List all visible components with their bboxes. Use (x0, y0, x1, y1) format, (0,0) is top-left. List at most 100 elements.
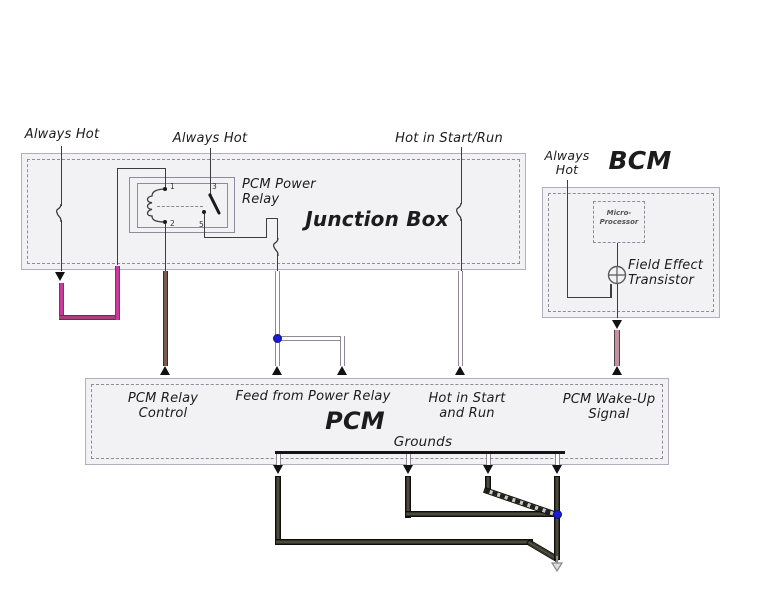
fet-output-wire (616, 284, 618, 318)
arrow-up-icon (611, 366, 622, 375)
pink-loop-wire-left (58, 283, 64, 320)
relay-output-wire-4 (265, 217, 278, 219)
grounds-bus-bar (275, 451, 565, 454)
grounds-label: Grounds (393, 434, 453, 450)
feed-from-power-relay-label: Feed from Power Relay (235, 389, 391, 404)
junction-box-title: Junction Box (305, 207, 449, 231)
arrow-down-icon (402, 465, 413, 474)
ground-stub-3 (485, 454, 491, 466)
relay-coil-feed-wire-h (117, 168, 166, 170)
relay-output-wire-5 (277, 218, 279, 240)
always-hot2-wire (209, 148, 211, 197)
micro-processor-line1: Micro- (606, 209, 632, 217)
relay-output-wire-6 (277, 254, 279, 272)
relay-coil-icon (146, 188, 167, 223)
always-hot1-wire (60, 146, 62, 206)
ground-wire-1-h (275, 539, 533, 545)
micro-processor-line2: Processor (599, 218, 639, 226)
feed-branch-wire-h (277, 335, 345, 341)
arrow-up-icon (455, 366, 465, 375)
relay-outer-box (129, 177, 235, 233)
junction-dot (552, 509, 562, 519)
feed-branch-wire-v (340, 336, 345, 366)
relay-pin5-label: 5 (199, 220, 204, 229)
micro-to-fet-wire (616, 243, 618, 267)
hot-in-start-run-label: Hot in Start/Run (395, 131, 503, 146)
ground-wire-2-v (405, 476, 411, 518)
relay-coil-feed-wire-v (165, 168, 167, 189)
ground-stub-1 (275, 454, 281, 466)
arrow-up-icon (159, 366, 170, 375)
relay-output-wire-3 (265, 218, 268, 238)
hot-start-run-feed-wire (458, 271, 463, 366)
bcm-always-hot-label: Always Hot (538, 149, 596, 177)
hot-start-run-wire-lower (460, 219, 462, 271)
relay-inner-box (137, 183, 228, 228)
junction-box-dashed-border (27, 159, 520, 264)
bcm-title: BCM (608, 146, 672, 175)
fuse-icon (55, 203, 62, 223)
hot-start-line1: Hot in Start (428, 391, 506, 406)
arrow-down-icon (482, 465, 493, 474)
micro-processor-box (593, 201, 645, 243)
bcm-loop-wire-h (566, 296, 612, 298)
relay-switch-icon (208, 193, 221, 215)
relay-pin3-label: 3 (212, 182, 217, 191)
hot-start-run-wire (460, 147, 462, 204)
fet-label: Field Effect Transistor (628, 258, 720, 288)
arrow-up-icon (337, 366, 347, 375)
arrow-down-icon (551, 465, 562, 474)
always-hot-1-label: Always Hot (24, 127, 100, 142)
pcm-relay-control-line2: Control (138, 406, 188, 421)
micro-processor-label: Micro- Processor (594, 209, 644, 227)
bcm-dashed-border (548, 193, 714, 312)
ground-icon (550, 556, 564, 573)
always-hot-2-label: Always Hot (172, 131, 248, 146)
ground-wire-2-h (405, 511, 557, 517)
pcm-power-relay-line1: PCM Power (242, 177, 316, 192)
pcm-relay-control-line1: PCM Relay (127, 391, 199, 406)
fet-line2: Transistor (628, 273, 695, 288)
pcm-wake-up-label: PCM Wake-Up Signal (557, 392, 661, 422)
fuse-icon (455, 202, 462, 222)
bcm-loop-wire-v (610, 284, 612, 297)
pcm-relay-control-wire (162, 271, 168, 366)
pcm-dashed-border (91, 384, 663, 459)
hot-start-line2: and Run (439, 406, 495, 421)
relay-pin2-dot (163, 220, 167, 224)
bcm-always-hot-line2: Hot (555, 162, 579, 177)
loop-return-wire-inside (117, 168, 119, 265)
relay-output-wire-1 (203, 214, 205, 238)
fet-icon (607, 265, 627, 285)
arrow-up-icon (272, 366, 282, 375)
feed-wire (275, 271, 280, 366)
bcm-always-hot-line1: Always (544, 148, 590, 163)
pcm-wake-up-wire (614, 330, 620, 366)
arrow-down-icon (55, 272, 65, 281)
pcm-title: PCM (325, 407, 385, 435)
pcm-wake-line1: PCM Wake-Up (562, 392, 656, 407)
relay-pin1-label: 1 (170, 182, 175, 191)
ground-stub-2 (405, 454, 411, 466)
bcm-always-hot-wire (566, 180, 568, 297)
relay-control-wire-inside (164, 224, 167, 271)
pcm-wake-line2: Signal (588, 407, 630, 422)
hot-in-start-and-run-label: Hot in Start and Run (417, 391, 517, 421)
fuse-icon (272, 237, 279, 257)
pcm-power-relay-label: PCM Power Relay (242, 177, 332, 207)
junction-dot (273, 333, 282, 343)
ground-wire-1-v (275, 476, 281, 545)
relay-pin5-dot (201, 210, 206, 214)
always-hot1-wire-lower (60, 220, 62, 271)
relay-actuator-dashed-line (157, 206, 203, 207)
pcm-power-relay-line2: Relay (242, 192, 280, 207)
relay-output-wire-2 (203, 237, 267, 239)
ground-stub-4 (554, 454, 560, 466)
bcm-box (542, 187, 720, 318)
pink-loop-wire-bottom (58, 315, 120, 320)
relay-pin2-label: 2 (170, 219, 175, 228)
fet-line1: Field Effect (628, 258, 704, 273)
relay-pin1-dot (163, 187, 167, 191)
arrow-down-icon (272, 465, 283, 474)
